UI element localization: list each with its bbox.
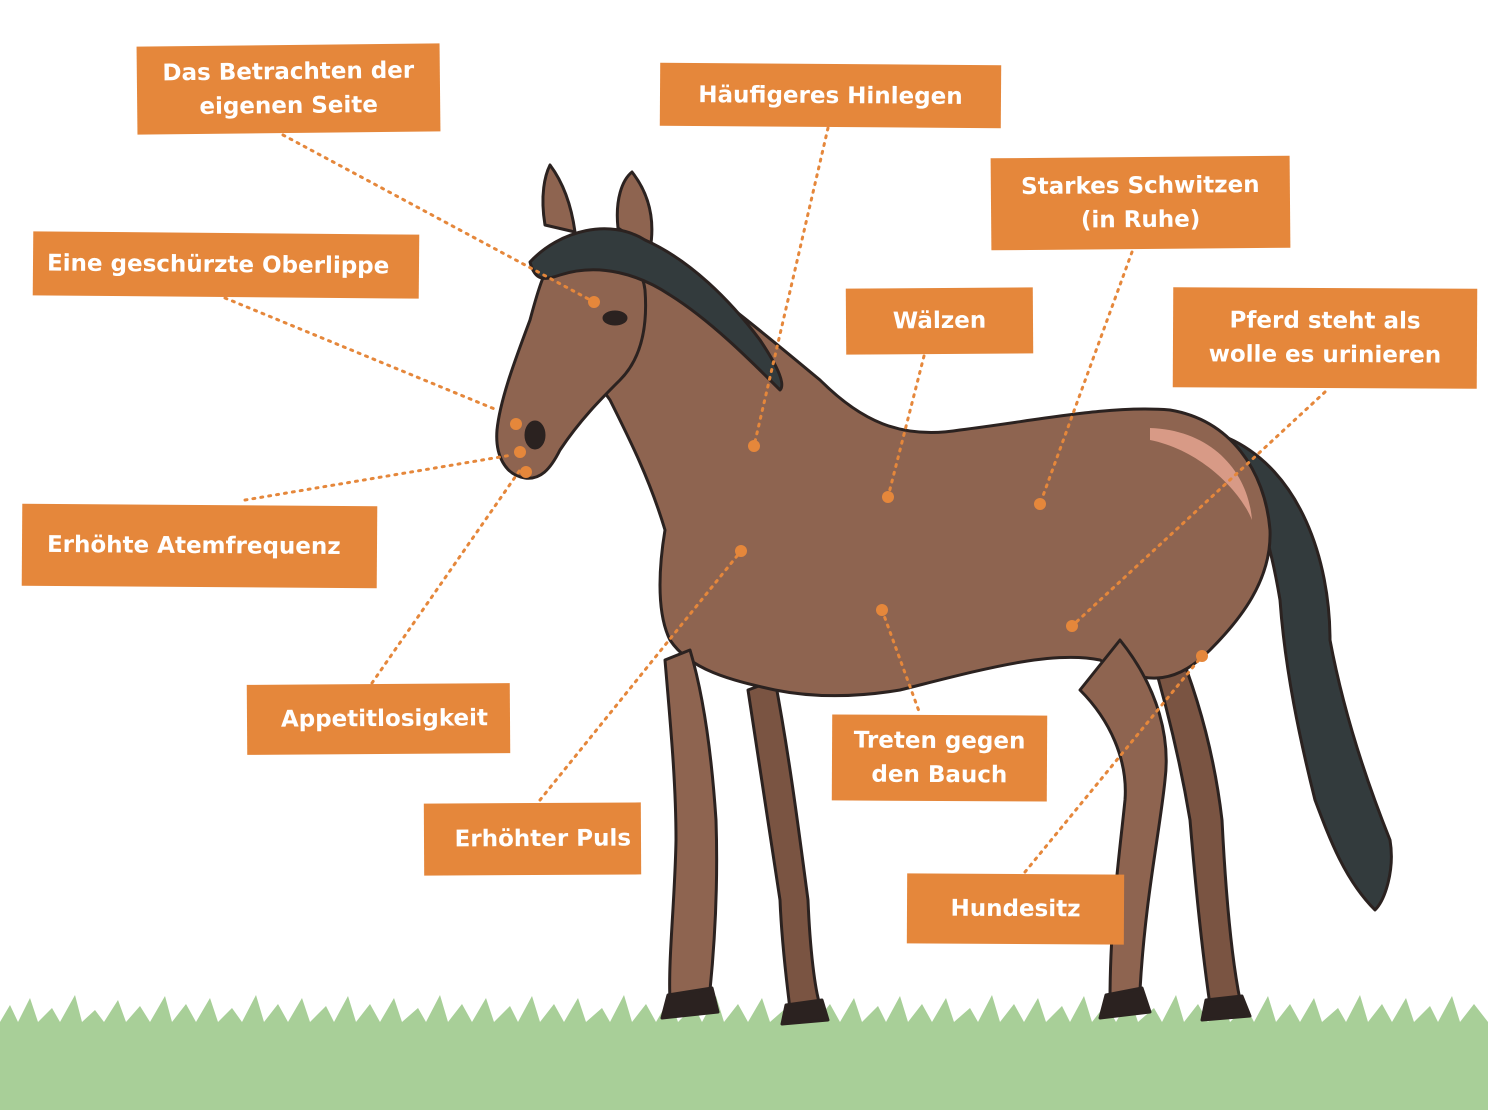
horse-tail — [1226, 436, 1393, 912]
marker-oberlippe — [510, 418, 522, 430]
horse-hoof — [1200, 994, 1252, 1022]
marker-urinieren — [1066, 620, 1078, 632]
label-erhoehter-puls: Erhöhter Puls — [423, 802, 642, 876]
horse-hoof — [780, 998, 830, 1026]
marker-waelzen — [882, 491, 894, 503]
grass — [0, 995, 1488, 1110]
horse-eye — [602, 310, 628, 326]
connector-lines — [223, 126, 1327, 874]
marker-appetit — [520, 466, 532, 478]
label-erhoehte-atemfrequenz: Erhöhte Atemfrequenz — [21, 503, 378, 589]
marker-hinlegen — [748, 440, 760, 452]
label-starkes-schwitzen: Starkes Schwitzen (in Ruhe) — [990, 155, 1291, 251]
hip-highlight — [1150, 428, 1252, 520]
label-text: Pferd steht als wolle es urinieren — [1208, 307, 1442, 369]
marker-betrachten — [588, 296, 600, 308]
label-text: Häufigeres Hinlegen — [698, 81, 963, 110]
label-text: Treten gegen den Bauch — [853, 727, 1026, 789]
horse-mane — [528, 227, 784, 392]
label-waelzen: Wälzen — [845, 287, 1034, 355]
markers — [510, 296, 1208, 662]
horse-head — [495, 244, 648, 480]
label-text: Erhöhter Puls — [454, 825, 632, 853]
horse — [495, 163, 1393, 1026]
label-text: Appetitlosigkeit — [280, 705, 489, 733]
marker-hundesitz — [1196, 650, 1208, 662]
label-text: Eine geschürzte Oberlippe — [46, 250, 390, 280]
horse-far-leg-front — [746, 678, 822, 1012]
label-geschuerzte-oberlippe: Eine geschürzte Oberlippe — [32, 231, 420, 299]
marker-atem — [514, 446, 526, 458]
horse-near-leg-front — [663, 648, 719, 1002]
horse-hoof — [1098, 986, 1152, 1020]
label-treten-gegen-bauch: Treten gegen den Bauch — [831, 714, 1048, 802]
horse-ear-left — [541, 163, 577, 234]
label-text: Hundesitz — [950, 895, 1081, 923]
label-haeufigeres-hinlegen: Häufigeres Hinlegen — [659, 62, 1002, 129]
horse-nostril — [524, 420, 546, 450]
label-hundesitz: Hundesitz — [906, 873, 1125, 945]
label-text: Starkes Schwitzen (in Ruhe) — [1021, 171, 1260, 234]
horse-hoof — [660, 986, 720, 1020]
marker-schwitzen — [1034, 498, 1046, 510]
label-text: Das Betrachten der eigenen Seite — [162, 57, 415, 120]
label-text: Erhöhte Atemfrequenz — [46, 531, 341, 560]
horse-near-leg-back — [1078, 638, 1168, 1002]
marker-puls — [735, 545, 747, 557]
label-pferd-urinieren: Pferd steht als wolle es urinieren — [1172, 287, 1478, 389]
horse-far-leg-back — [1148, 638, 1242, 1007]
marker-treten — [876, 604, 888, 616]
label-text: Wälzen — [892, 307, 987, 335]
label-appetitlosigkeit: Appetitlosigkeit — [246, 683, 511, 755]
label-betrachten-seite: Das Betrachten der eigenen Seite — [136, 43, 441, 135]
